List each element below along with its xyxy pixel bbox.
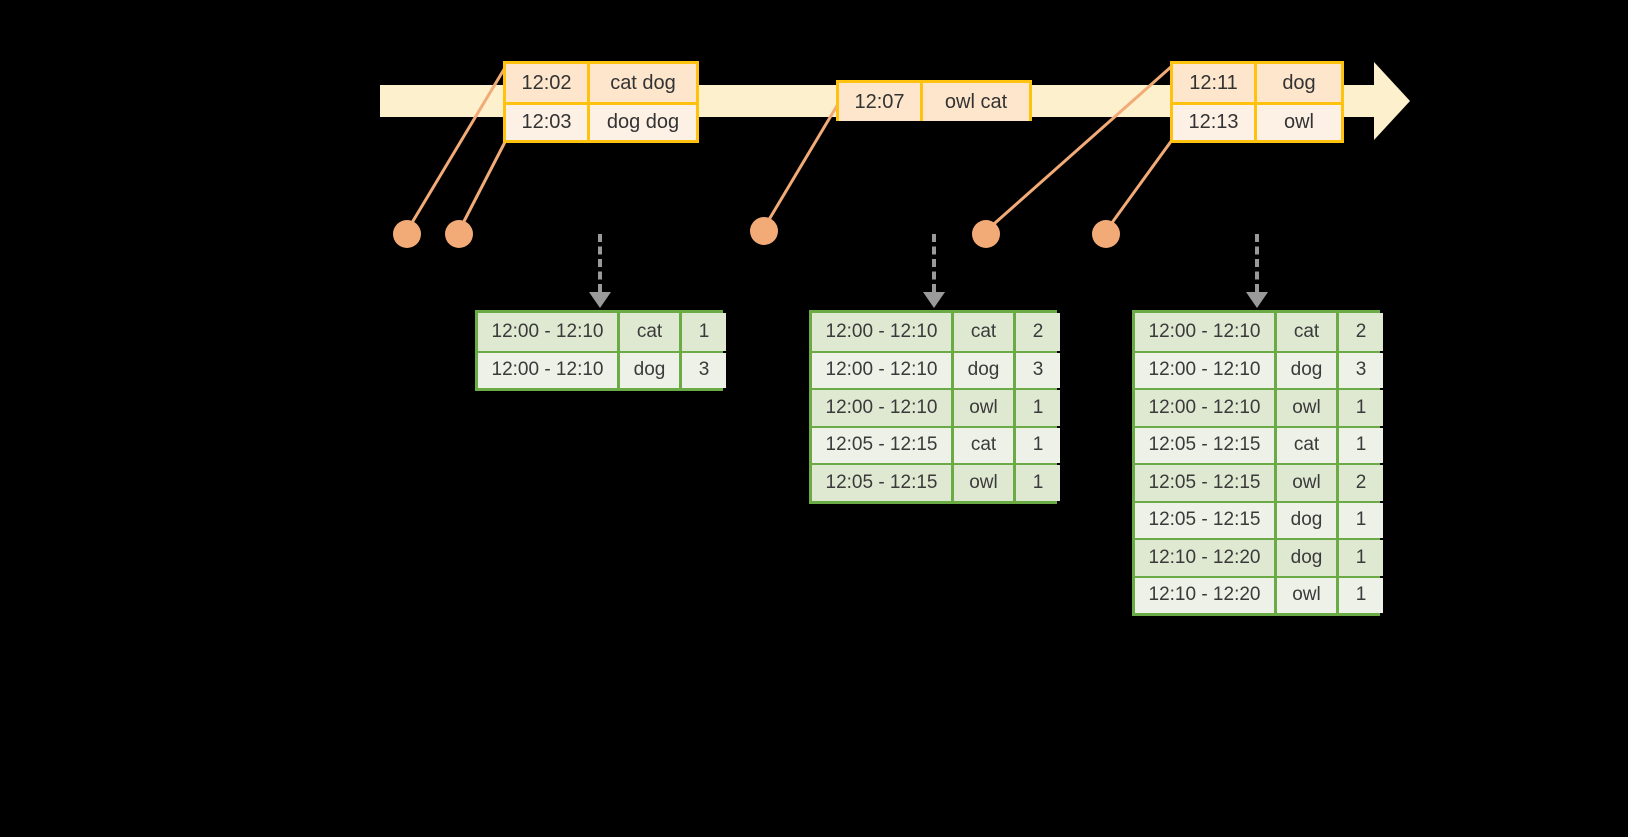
event-marker-1 bbox=[393, 220, 421, 248]
table-row: 12:05 - 12:15 dog 1 bbox=[1135, 500, 1383, 538]
table-row: 12:00 - 12:10 owl 1 bbox=[1135, 388, 1383, 426]
result-table-2: 12:00 - 12:10 cat 2 12:00 - 12:10 dog 3 … bbox=[809, 310, 1060, 504]
table-row: 12:00 - 12:10 cat 1 bbox=[478, 313, 726, 351]
cell-window: 12:05 - 12:15 bbox=[1135, 502, 1277, 538]
event-words: owl cat bbox=[923, 83, 1029, 121]
cell-count: 1 bbox=[1339, 390, 1383, 426]
cell-count: 1 bbox=[1339, 502, 1383, 538]
event-box-2: 12:07 owl cat bbox=[836, 80, 1032, 121]
cell-window: 12:00 - 12:10 bbox=[812, 390, 954, 426]
cell-window: 12:00 - 12:10 bbox=[478, 313, 620, 351]
event-marker-3 bbox=[750, 217, 778, 245]
cell-window: 12:10 - 12:20 bbox=[1135, 540, 1277, 576]
result-table-3: 12:00 - 12:10 cat 2 12:00 - 12:10 dog 3 … bbox=[1132, 310, 1383, 616]
table-row: 12:00 - 12:10 dog 3 bbox=[812, 350, 1060, 388]
cell-word: cat bbox=[1277, 427, 1339, 463]
event-words: dog bbox=[1257, 64, 1341, 102]
cell-word: cat bbox=[954, 427, 1016, 463]
connector-line-3 bbox=[762, 103, 840, 229]
event-box-3: 12:11 dog 12:13 owl bbox=[1170, 61, 1344, 143]
event-row: 12:13 owl bbox=[1173, 102, 1341, 140]
cell-word: owl bbox=[1277, 390, 1339, 426]
table-row: 12:00 - 12:10 owl 1 bbox=[812, 388, 1060, 426]
cell-count: 1 bbox=[1016, 465, 1060, 501]
cell-count: 1 bbox=[1339, 540, 1383, 576]
cell-count: 1 bbox=[1339, 577, 1383, 613]
event-row: 12:11 dog bbox=[1173, 64, 1341, 102]
event-time: 12:07 bbox=[839, 83, 923, 121]
cell-window: 12:10 - 12:20 bbox=[1135, 577, 1277, 613]
cell-window: 12:00 - 12:10 bbox=[812, 313, 954, 351]
cell-word: dog bbox=[1277, 352, 1339, 388]
table-row: 12:05 - 12:15 cat 1 bbox=[1135, 425, 1383, 463]
timeline-arrowhead-icon bbox=[1374, 62, 1410, 140]
cell-count: 3 bbox=[682, 352, 726, 388]
event-row: 12:03 dog dog bbox=[506, 102, 696, 140]
cell-word: cat bbox=[620, 313, 682, 351]
cell-word: owl bbox=[954, 465, 1016, 501]
event-time: 12:02 bbox=[506, 64, 590, 102]
cell-word: owl bbox=[1277, 577, 1339, 613]
cell-word: dog bbox=[954, 352, 1016, 388]
event-row: 12:02 cat dog bbox=[506, 64, 696, 102]
event-time: 12:11 bbox=[1173, 64, 1257, 102]
cell-word: cat bbox=[1277, 313, 1339, 351]
event-words: dog dog bbox=[590, 105, 696, 140]
cell-word: owl bbox=[954, 390, 1016, 426]
cell-window: 12:00 - 12:10 bbox=[1135, 352, 1277, 388]
cell-word: dog bbox=[1277, 540, 1339, 576]
event-marker-2 bbox=[445, 220, 473, 248]
cell-count: 2 bbox=[1339, 465, 1383, 501]
table-row: 12:05 - 12:15 owl 1 bbox=[812, 463, 1060, 501]
table-row: 12:00 - 12:10 dog 3 bbox=[1135, 350, 1383, 388]
event-box-1: 12:02 cat dog 12:03 dog dog bbox=[503, 61, 699, 143]
cell-count: 3 bbox=[1016, 352, 1060, 388]
table-row: 12:05 - 12:15 cat 1 bbox=[812, 425, 1060, 463]
cell-word: dog bbox=[620, 352, 682, 388]
event-words: cat dog bbox=[590, 64, 696, 102]
event-time: 12:13 bbox=[1173, 105, 1257, 140]
table-row: 12:00 - 12:10 cat 2 bbox=[812, 313, 1060, 351]
table-row: 12:00 - 12:10 cat 2 bbox=[1135, 313, 1383, 351]
cell-count: 3 bbox=[1339, 352, 1383, 388]
event-row: 12:07 owl cat bbox=[839, 83, 1029, 121]
event-words: owl bbox=[1257, 105, 1341, 140]
cell-window: 12:00 - 12:10 bbox=[478, 352, 620, 388]
cell-count: 1 bbox=[1016, 427, 1060, 463]
table-row: 12:05 - 12:15 owl 2 bbox=[1135, 463, 1383, 501]
cell-window: 12:05 - 12:15 bbox=[1135, 465, 1277, 501]
cell-window: 12:00 - 12:10 bbox=[812, 352, 954, 388]
result-table-1: 12:00 - 12:10 cat 1 12:00 - 12:10 dog 3 bbox=[475, 310, 726, 391]
event-marker-5 bbox=[1092, 220, 1120, 248]
emit-arrow-3 bbox=[1246, 234, 1268, 310]
cell-word: cat bbox=[954, 313, 1016, 351]
cell-count: 1 bbox=[1016, 390, 1060, 426]
connector-line-5 bbox=[1104, 139, 1174, 232]
cell-count: 1 bbox=[1339, 427, 1383, 463]
cell-window: 12:00 - 12:10 bbox=[1135, 313, 1277, 351]
table-row: 12:10 - 12:20 dog 1 bbox=[1135, 538, 1383, 576]
emit-arrow-1 bbox=[589, 234, 611, 310]
cell-count: 2 bbox=[1339, 313, 1383, 351]
cell-window: 12:00 - 12:10 bbox=[1135, 390, 1277, 426]
cell-word: owl bbox=[1277, 465, 1339, 501]
table-row: 12:10 - 12:20 owl 1 bbox=[1135, 575, 1383, 613]
emit-arrow-2 bbox=[923, 234, 945, 310]
cell-window: 12:05 - 12:15 bbox=[812, 427, 954, 463]
table-row: 12:00 - 12:10 dog 3 bbox=[478, 350, 726, 388]
cell-count: 1 bbox=[682, 313, 726, 351]
cell-window: 12:05 - 12:15 bbox=[1135, 427, 1277, 463]
event-time: 12:03 bbox=[506, 105, 590, 140]
cell-count: 2 bbox=[1016, 313, 1060, 351]
cell-window: 12:05 - 12:15 bbox=[812, 465, 954, 501]
connector-line-2 bbox=[457, 139, 508, 232]
cell-word: dog bbox=[1277, 502, 1339, 538]
event-marker-4 bbox=[972, 220, 1000, 248]
